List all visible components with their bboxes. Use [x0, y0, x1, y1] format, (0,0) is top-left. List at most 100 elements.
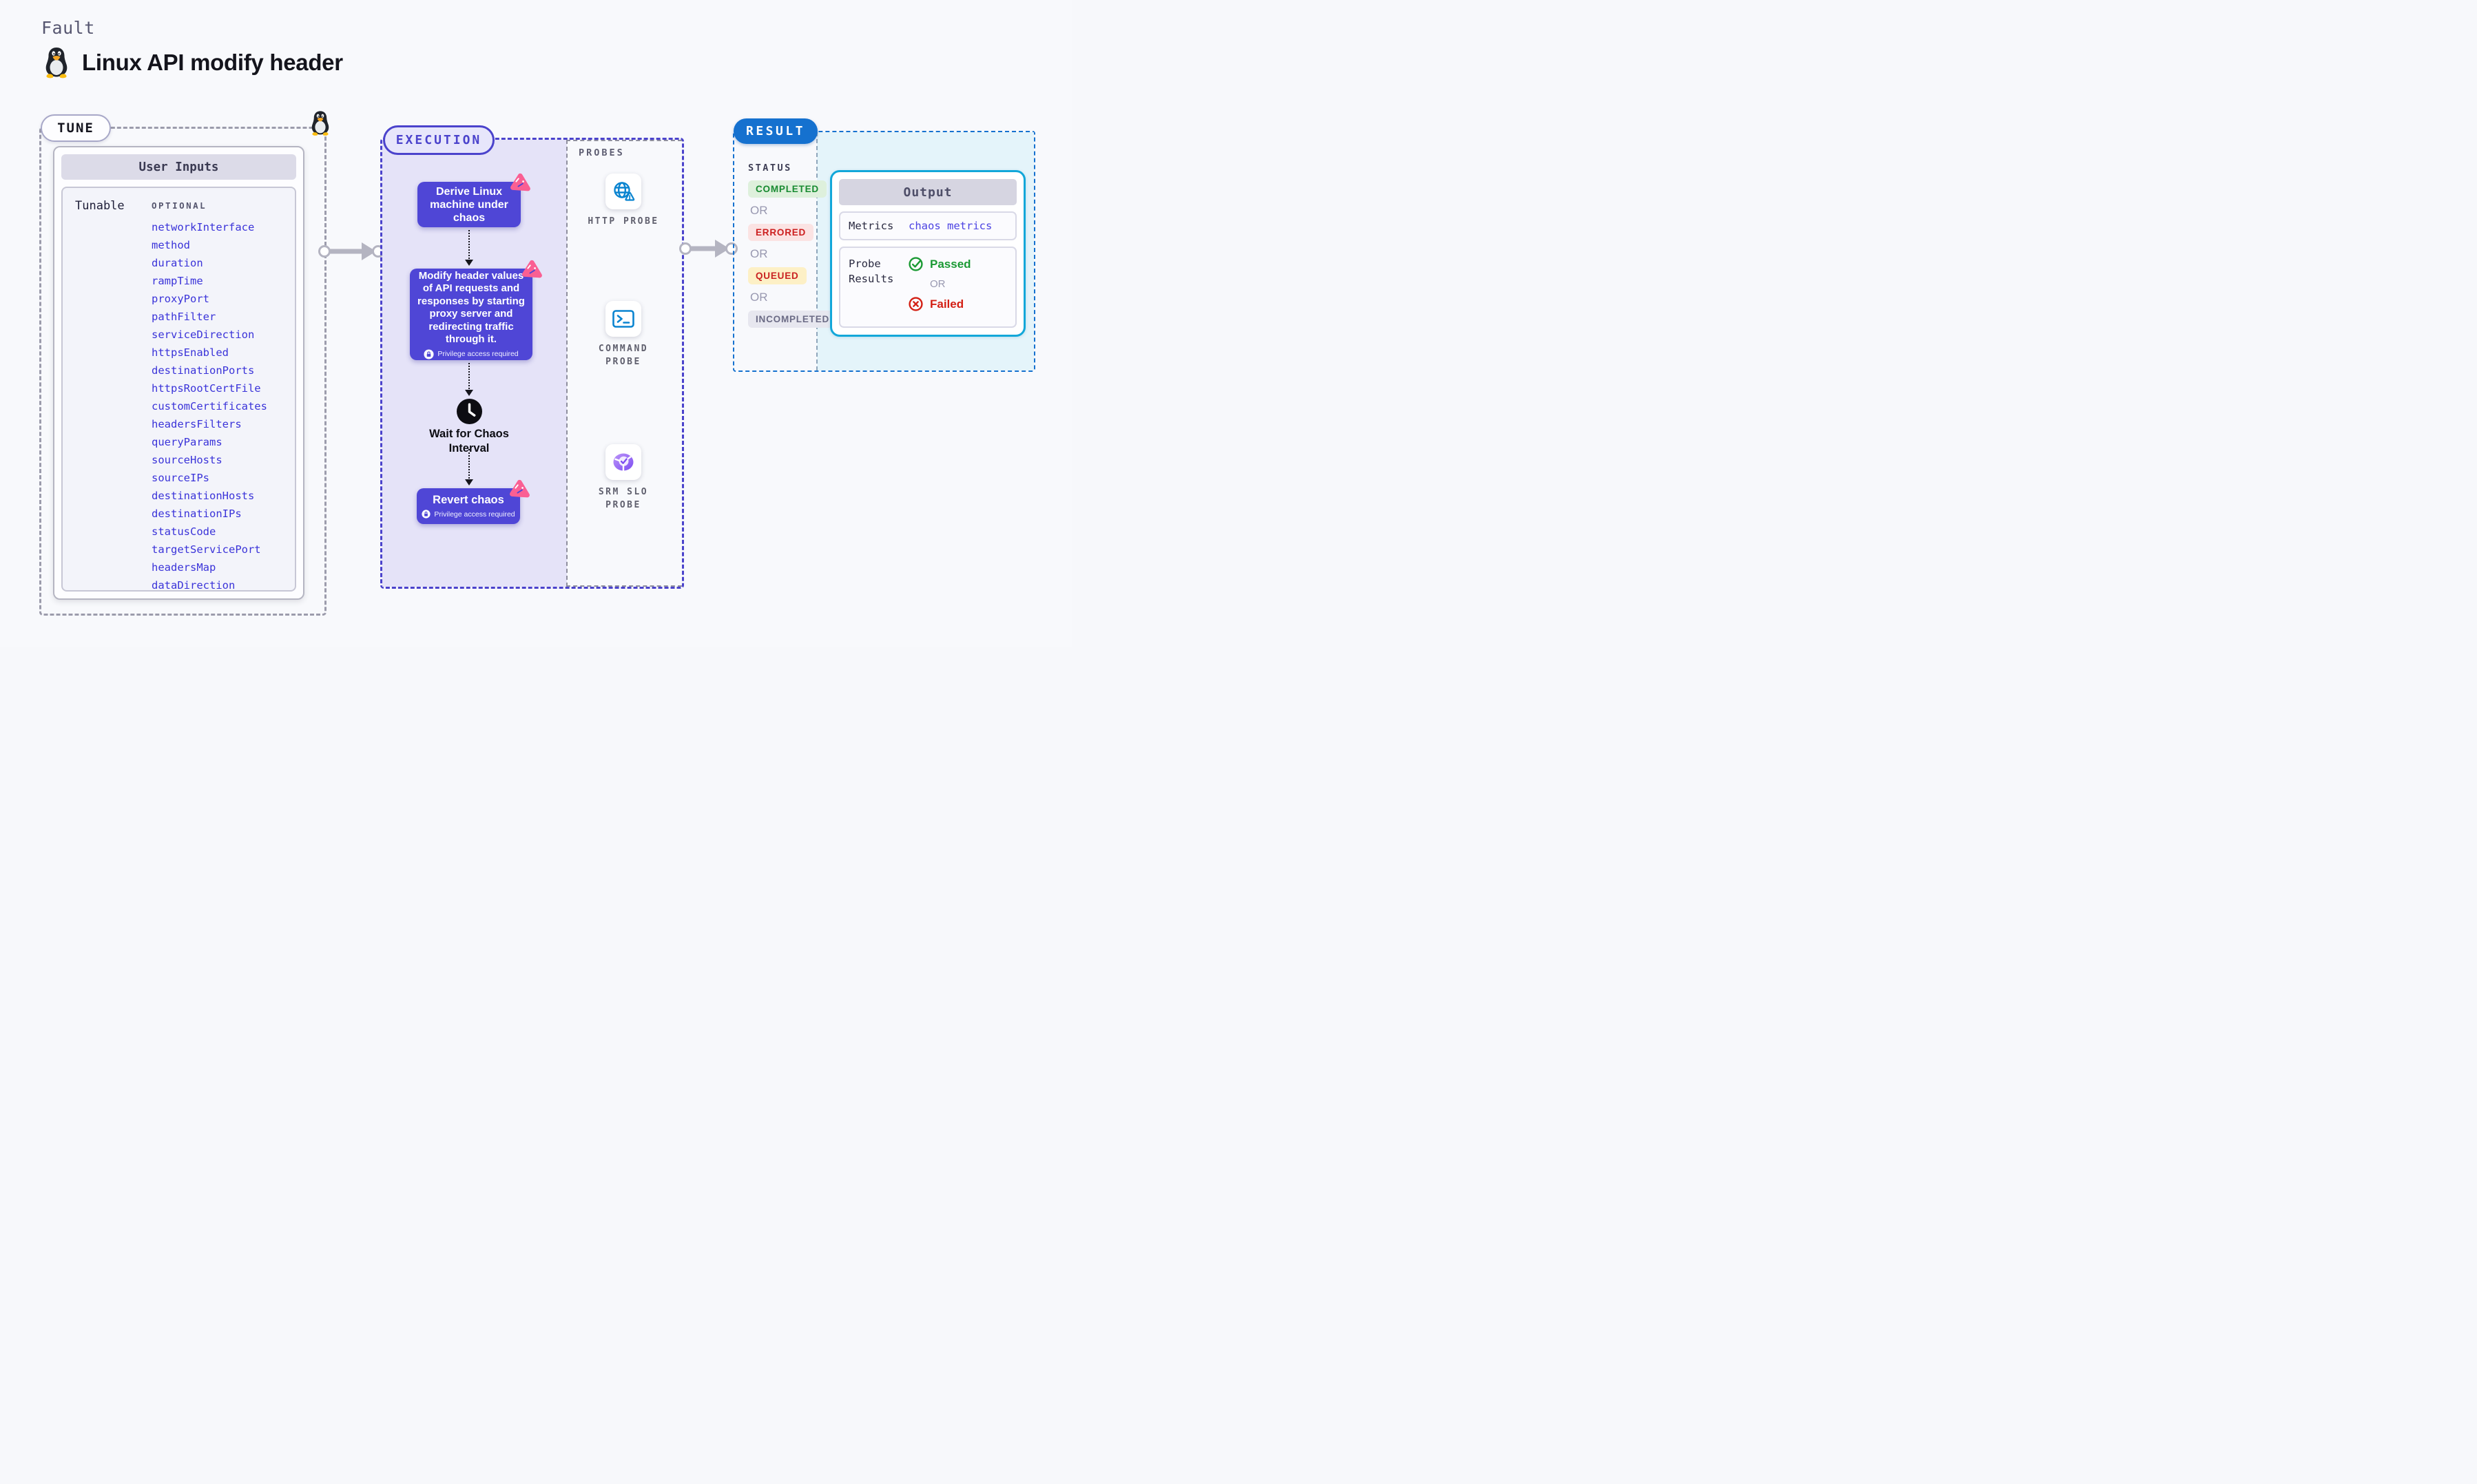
step-revert-text: Revert chaos [433, 494, 504, 506]
optional-column-label: OPTIONAL [152, 200, 207, 211]
probes-to-result-connector [679, 240, 738, 258]
flow-arrow-down-icon [464, 449, 473, 485]
privilege-note-text: Privilege access required [434, 510, 515, 519]
page-title: Linux API modify header [82, 50, 343, 75]
tunable-link[interactable]: duration [152, 257, 203, 269]
probes-section [566, 140, 682, 587]
step-derive-machine: Derive Linux machine under chaos [417, 182, 521, 227]
passed-label: Passed [930, 257, 971, 271]
flow-arrow-down-icon [464, 363, 473, 396]
or-label: OR [750, 247, 768, 260]
probe-results-row: Probe Results Passed OR Failed [839, 247, 1017, 328]
tunable-link[interactable]: destinationPorts [152, 364, 255, 377]
tunable-link[interactable]: customCertificates [152, 400, 267, 412]
command-probe-card [605, 301, 641, 337]
execution-badge: EXECUTION [383, 125, 495, 155]
tunable-link[interactable]: method [152, 239, 190, 251]
privilege-note: Privilege access required [422, 510, 515, 519]
step-derive-text: Derive Linux machine under chaos [430, 185, 508, 224]
tux-penguin-icon [45, 48, 68, 79]
tunable-link[interactable]: networkInterface [152, 221, 255, 233]
status-output-divider [816, 132, 818, 370]
clock-icon [457, 399, 482, 424]
step-modify-text: Modify header values of API requests and… [417, 269, 525, 346]
command-probe-label: COMMAND PROBE [598, 344, 649, 367]
http-probe-card [605, 174, 641, 209]
fault-diagram-canvas: Fault Linux API modify header TUNE User … [0, 0, 1072, 647]
status-block: INCOMPLETED [748, 311, 838, 328]
status-block: ERRORED OR [748, 224, 825, 261]
step-revert-chaos: Revert chaos Privilege access required [417, 488, 520, 524]
probes-label: PROBES [579, 147, 625, 158]
tunable-link[interactable]: pathFilter [152, 311, 216, 323]
metrics-label: Metrics [849, 220, 894, 232]
failed-label: Failed [930, 297, 964, 311]
tunable-link[interactable]: destinationIPs [152, 508, 242, 520]
chaos-logo-icon [519, 258, 543, 282]
flow-arrow-down-icon [464, 230, 473, 266]
metrics-row: Metrics chaos metrics [839, 211, 1017, 240]
result-badge: RESULT [734, 118, 818, 144]
connector-start-ring [318, 245, 331, 258]
tunable-link[interactable]: statusCode [152, 525, 216, 538]
tunable-link[interactable]: proxyPort [152, 293, 209, 305]
tune-section [39, 127, 327, 616]
output-title: Output [839, 179, 1017, 205]
tunable-link[interactable]: dataDirection [152, 579, 236, 592]
slo-donut-icon [613, 453, 634, 472]
tunable-link[interactable]: destinationHosts [152, 490, 255, 502]
status-block: COMPLETED OR [748, 180, 827, 218]
step-modify-header: Modify header values of API requests and… [410, 269, 532, 360]
srm-slo-probe-card [605, 444, 641, 480]
tunable-link[interactable]: sourceHosts [152, 454, 222, 466]
or-label: OR [750, 204, 768, 217]
probe-results-label: Probe Results [849, 258, 894, 285]
check-circle-icon [909, 257, 923, 271]
tunable-link[interactable]: targetServicePort [152, 543, 261, 556]
chaos-logo-icon [507, 478, 530, 501]
lock-icon [424, 348, 435, 359]
user-inputs-card: User Inputs Tunable OPTIONAL networkInte… [53, 146, 304, 600]
privilege-note-text: Privilege access required [437, 350, 519, 358]
status-badge: ERRORED [748, 224, 814, 241]
status-column-label: STATUS [748, 163, 792, 174]
status-badge: COMPLETED [748, 180, 827, 198]
tunable-link[interactable]: httpsRootCertFile [152, 382, 261, 395]
tunable-row-label: Tunable [75, 199, 125, 213]
probe-results-values: Passed OR Failed [908, 256, 1007, 326]
tunable-link[interactable]: rampTime [152, 275, 203, 287]
fault-eyebrow-label: Fault [41, 18, 95, 38]
passed-line: Passed [908, 256, 1007, 272]
tunables-panel: Tunable OPTIONAL networkInterface method d… [61, 187, 296, 592]
chaos-logo-icon [508, 171, 531, 195]
tunable-link[interactable]: sourceIPs [152, 472, 209, 484]
status-block: QUEUED OR [748, 267, 825, 304]
or-label: OR [930, 278, 946, 290]
failed-line: Failed [908, 296, 1007, 312]
user-inputs-title: User Inputs [61, 154, 296, 180]
metrics-value-link[interactable]: chaos metrics [909, 220, 993, 232]
tunables-list: networkInterface method duration rampTime pr… [152, 218, 267, 594]
or-label: OR [750, 291, 768, 304]
connector-end-ring [725, 242, 738, 255]
tux-penguin-icon-small [311, 111, 329, 136]
status-badge: INCOMPLETED [748, 311, 838, 328]
tunable-link[interactable]: headersMap [152, 561, 216, 574]
connector-start-ring [679, 242, 692, 255]
tunable-link[interactable]: httpsEnabled [152, 346, 229, 359]
tunable-link[interactable]: headersFilters [152, 418, 242, 430]
globe-warning-icon [614, 182, 635, 201]
srm-slo-probe-label: SRM SLO PROBE [598, 487, 649, 510]
tunable-link[interactable]: queryParams [152, 436, 222, 448]
tune-badge: TUNE [41, 114, 111, 142]
wait-interval-label: Wait for Chaos Interval [429, 428, 509, 454]
terminal-icon [612, 310, 634, 328]
http-probe-label: HTTP PROBE [588, 216, 659, 227]
tune-to-execution-connector [318, 242, 384, 260]
status-list: COMPLETED OR ERRORED OR QUEUED OR INCOMP… [748, 180, 838, 328]
x-circle-icon [909, 297, 923, 311]
output-card: Output Metrics chaos metrics Probe Resul… [830, 170, 1026, 337]
tunable-link[interactable]: serviceDirection [152, 328, 255, 341]
status-badge: QUEUED [748, 267, 807, 284]
lock-icon [422, 510, 431, 519]
